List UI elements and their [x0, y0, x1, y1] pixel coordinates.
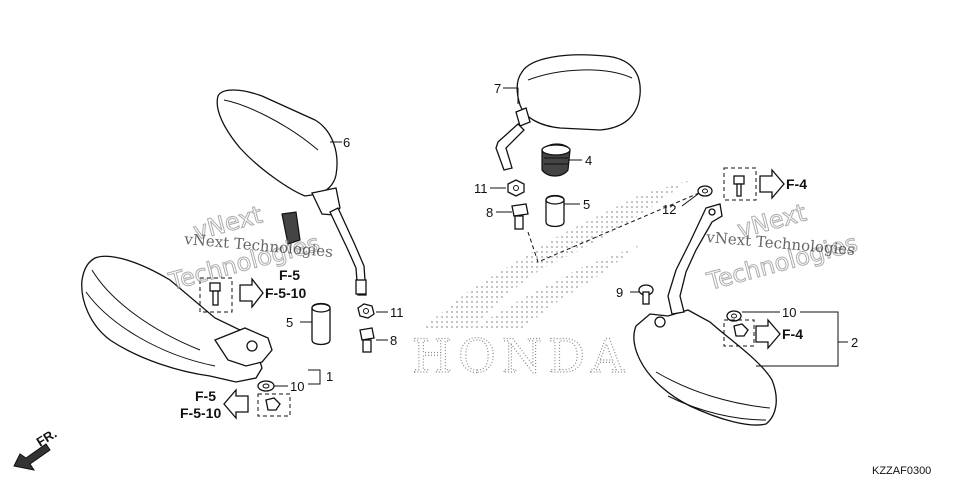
right-bracket-12	[667, 203, 723, 315]
callout-4: 4	[585, 153, 592, 168]
ref-f5-lower: F-5	[195, 388, 216, 404]
ref-arrow-f5-lower	[223, 388, 249, 420]
ref-f5-10-lower: F-5-10	[180, 405, 221, 421]
callout-5-left: 5	[286, 315, 293, 330]
callout-8-left: 8	[390, 333, 397, 348]
watermark-right: vNext Technologies vNext Technologies	[703, 198, 861, 296]
ref-arrow-f4-top	[759, 168, 785, 200]
ref-f4-right: F-4	[782, 326, 803, 342]
honda-logo-text: HONDA	[412, 329, 630, 383]
left-mirror	[216, 89, 367, 296]
callout-11-right: 11	[474, 181, 488, 196]
right-handguard	[633, 309, 777, 426]
assembly-line	[527, 189, 707, 263]
right-mirror	[495, 54, 641, 171]
front-label: FR.	[34, 426, 60, 450]
rubber-cover-fragment	[281, 211, 301, 245]
callout-1: 1	[326, 369, 333, 384]
leader-lines	[274, 87, 848, 387]
callout-10-left: 10	[290, 379, 304, 394]
callout-12: 12	[662, 202, 676, 217]
ref-arrow-f4-right	[755, 318, 781, 350]
callout-10-right: 10	[782, 305, 796, 320]
left-nut-11	[357, 303, 375, 319]
upper-right-bolt	[723, 167, 757, 201]
right-bolt-8	[511, 203, 529, 230]
callout-9: 9	[616, 285, 623, 300]
front-direction-arrow: FR.	[13, 426, 60, 471]
ref-f5-upper: F-5	[279, 267, 300, 283]
left-weight-5	[311, 302, 331, 346]
left-handguard	[81, 255, 273, 383]
callout-7: 7	[494, 81, 501, 96]
callout-5-right: 5	[583, 197, 590, 212]
left-lower-nut	[257, 393, 291, 417]
ref-f4-top: F-4	[786, 176, 807, 192]
washer-12	[697, 185, 713, 197]
bolt-9	[638, 284, 654, 305]
right-washer-10	[726, 310, 742, 322]
ref-f5-10-upper: F-5-10	[265, 285, 306, 301]
ref-arrow-f5-upper	[239, 277, 264, 309]
callout-6: 6	[343, 135, 350, 150]
right-weight-5	[545, 194, 565, 228]
right-nut-f4	[723, 319, 755, 347]
callout-2: 2	[851, 335, 858, 350]
callout-11-left: 11	[390, 305, 404, 320]
callout-8-right: 8	[486, 205, 493, 220]
diagram-code: KZZAF0300	[872, 465, 931, 477]
watermark-left: vNext Technologies vNext Technologies	[165, 200, 334, 296]
left-bolt-8	[359, 327, 375, 353]
left-upper-bolt	[199, 277, 233, 313]
left-lower-washer-10	[257, 380, 275, 392]
right-nut-11	[507, 179, 525, 197]
rubber-cover-4	[541, 143, 571, 177]
